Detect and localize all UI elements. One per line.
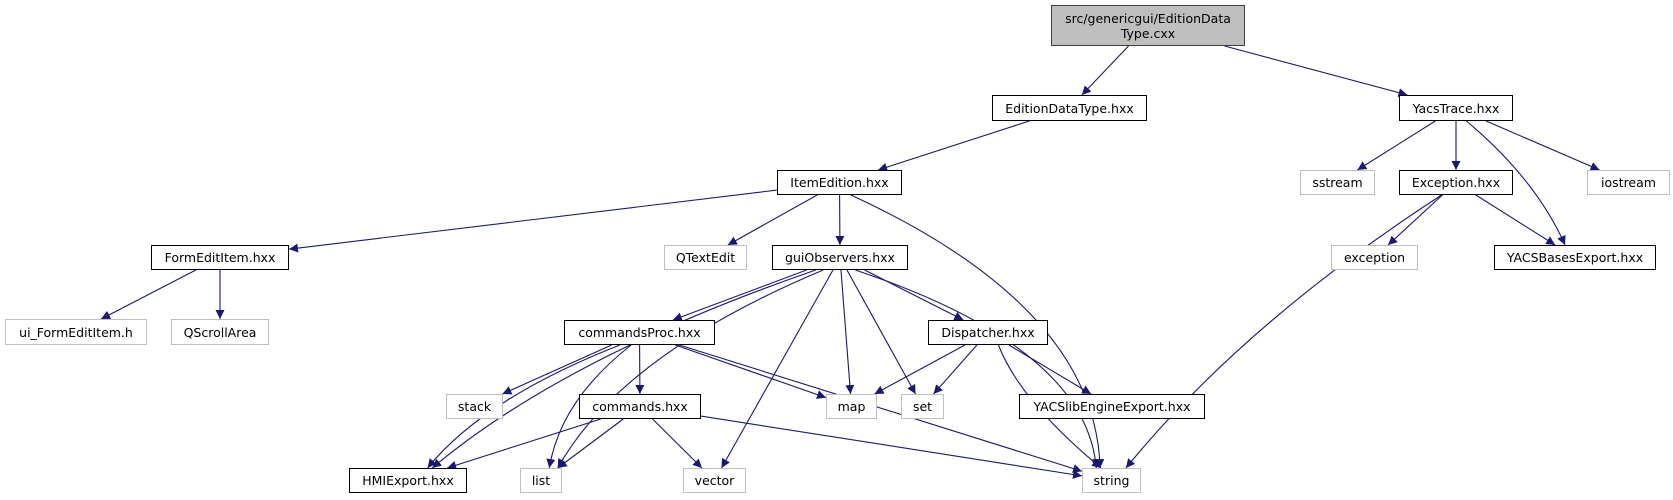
node-yacsbasesexport-hxx[interactable]: YACSBasesExport.hxx bbox=[1494, 245, 1656, 270]
edge-commands-to-vector bbox=[652, 418, 703, 469]
edge-dispatcher-to-yacslibengineexport bbox=[1008, 344, 1092, 395]
edge-dispatcher-to-map bbox=[874, 344, 966, 395]
node-hmiexport-hxx[interactable]: HMIExport.hxx bbox=[349, 468, 467, 493]
node-qtextedit: QTextEdit bbox=[664, 245, 747, 270]
node-exception-hxx[interactable]: Exception.hxx bbox=[1399, 170, 1513, 195]
edge-formedititem-to-ui_formedititem bbox=[100, 269, 197, 320]
node-exception: exception bbox=[1331, 245, 1418, 270]
node-map: map bbox=[826, 394, 877, 419]
edge-guiobservers-to-vector bbox=[721, 269, 834, 469]
node-yacslibengineexport-hxx[interactable]: YACSlibEngineExport.hxx bbox=[1019, 394, 1205, 419]
edge-root-to-editiondatatype bbox=[1081, 45, 1129, 96]
node-string: string bbox=[1082, 468, 1141, 493]
edge-commandsproc-to-map bbox=[675, 344, 827, 399]
edge-guiobservers-to-hmiexport bbox=[431, 269, 816, 469]
edge-exception_hxx-to-yacsbasesexport bbox=[1475, 194, 1556, 246]
edge-dispatcher-to-set bbox=[933, 344, 978, 395]
node-guiobservers-hxx[interactable]: guiObservers.hxx bbox=[772, 245, 908, 270]
edge-exception_hxx-to-string bbox=[1125, 194, 1442, 469]
node-itemedition-hxx[interactable]: ItemEdition.hxx bbox=[777, 170, 902, 195]
node-qscrollarea: QScrollArea bbox=[171, 319, 269, 345]
edge-yacstrace-to-sstream bbox=[1357, 120, 1436, 171]
edge-guiobservers-to-commandsproc bbox=[672, 269, 807, 322]
node-dispatcher-hxx[interactable]: Dispatcher.hxx bbox=[928, 320, 1048, 345]
edge-itemedition-to-qtextedit bbox=[727, 194, 818, 246]
node-yacstrace-hxx[interactable]: YacsTrace.hxx bbox=[1399, 95, 1513, 121]
edge-commandsproc-to-string bbox=[679, 344, 1083, 473]
edge-yacstrace-to-iostream bbox=[1485, 120, 1600, 171]
edge-guiobservers-to-set bbox=[846, 269, 917, 395]
node-list: list bbox=[520, 468, 562, 493]
edge-itemedition-to-formedititem bbox=[288, 189, 778, 253]
node-commands-hxx[interactable]: commands.hxx bbox=[579, 394, 701, 419]
node-vector: vector bbox=[683, 468, 746, 493]
edge-commandsproc-to-list bbox=[546, 344, 632, 469]
edge-exception_hxx-to-exception bbox=[1387, 194, 1443, 246]
edge-commands-to-string bbox=[700, 415, 1083, 479]
edge-commands-to-hmiexport bbox=[447, 418, 601, 470]
node-sstream: sstream bbox=[1300, 170, 1375, 195]
edge-guiobservers-to-list bbox=[557, 269, 824, 469]
edge-commandsproc-to-stack bbox=[502, 344, 612, 395]
edge-yacstrace-to-yacsbasesexport bbox=[1465, 120, 1566, 246]
edge-editiondatatype-to-itemedition bbox=[877, 120, 1030, 172]
node-commandsproc-hxx[interactable]: commandsProc.hxx bbox=[564, 320, 715, 345]
node-formedititem-hxx[interactable]: FormEditItem.hxx bbox=[151, 245, 289, 270]
edge-guiobservers-to-dispatcher bbox=[864, 269, 964, 321]
edge-commands-to-list bbox=[557, 418, 624, 469]
node-editiondatatype-hxx[interactable]: EditionDataType.hxx bbox=[992, 95, 1147, 121]
node-set: set bbox=[901, 394, 944, 419]
edge-root-to-yacstrace bbox=[1224, 45, 1408, 98]
node-stack: stack bbox=[446, 394, 503, 419]
node-ui-formedititem-h: ui_FormEditItem.h bbox=[5, 319, 147, 345]
edge-itemedition-to-string bbox=[850, 194, 1105, 469]
node-iostream: iostream bbox=[1587, 170, 1670, 195]
edge-guiobservers-to-map bbox=[840, 269, 855, 395]
edge-commandsproc-to-hmiexport bbox=[427, 344, 621, 469]
